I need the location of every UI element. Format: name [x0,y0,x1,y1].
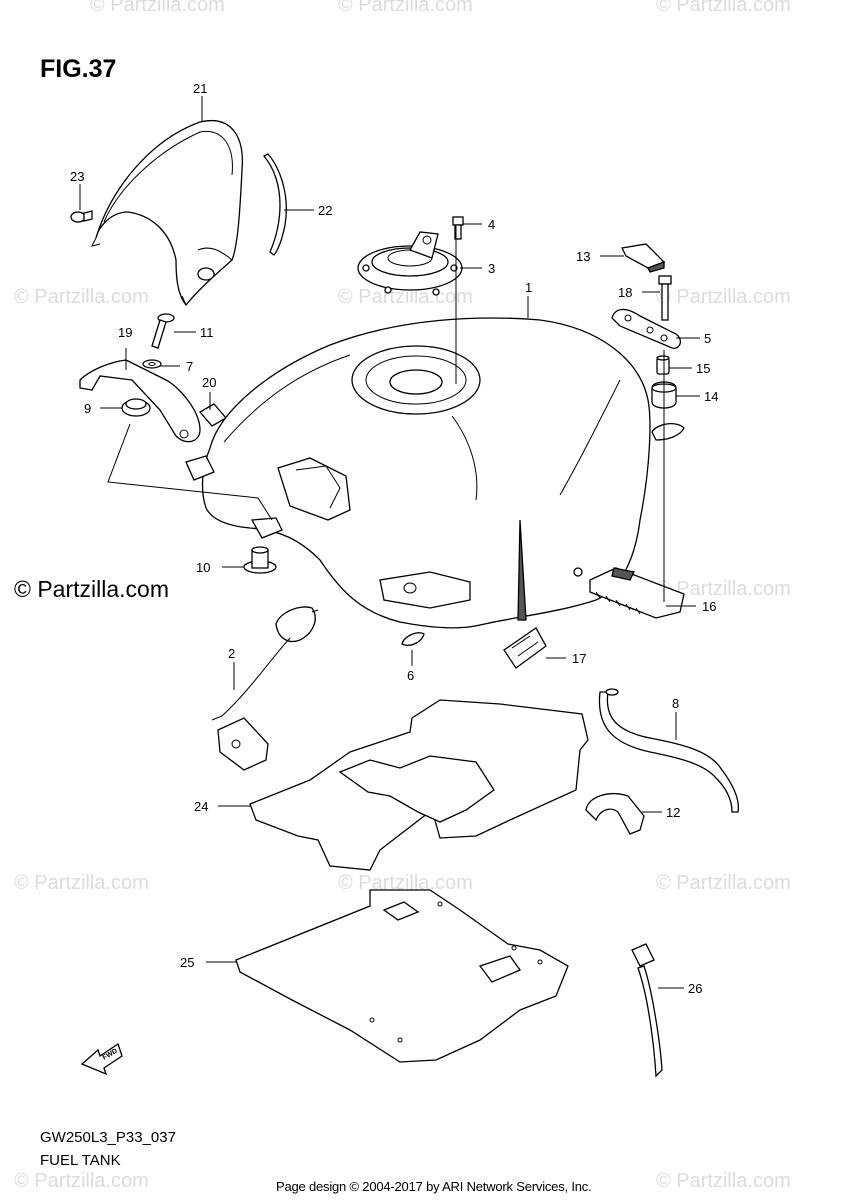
part-9-grommet [121,398,151,417]
label-1: 1 [525,280,532,295]
part-17-emblem [503,627,547,669]
fwd-arrow-icon: FWD [80,1042,123,1076]
label-26: 26 [688,981,702,996]
part-18-bolt [658,275,672,321]
part-24-shield [249,699,589,871]
part-6-plate [401,632,425,646]
figure-title: FIG.37 [40,55,117,83]
label-17: 17 [572,651,586,666]
label-13: 13 [576,249,590,264]
watermark: © Partzilla.com [338,872,473,894]
part-13-pad [621,243,666,273]
part-15-collar [656,355,670,375]
watermark: © Partzilla.com [656,578,791,600]
label-4: 4 [488,217,495,232]
watermark: © Partzilla.com [338,0,473,16]
label-3: 3 [488,261,495,276]
watermark: © Partzilla.com [14,286,149,308]
watermark: © Partzilla.com [656,286,791,308]
watermark: © Partzilla.com [14,1170,149,1192]
part-12-clamp [585,793,645,835]
label-23: 23 [70,169,84,184]
part-5-bracket [611,308,682,349]
part-16-rubber [589,567,685,619]
watermark: © Partzilla.com [90,0,225,16]
part-23-screw [70,210,93,223]
label-5: 5 [704,331,711,346]
part-7-washer [142,359,162,369]
label-10: 10 [196,560,210,575]
label-9: 9 [84,401,91,416]
watermark: © Partzilla.com [14,872,149,894]
part-8-hose [598,688,740,813]
part-10-damper [243,546,277,574]
part-26-cable-tie [631,943,663,1078]
label-19: 19 [118,325,132,340]
label-7: 7 [186,359,193,374]
part-labels: 21 23 22 4 3 1 13 18 5 15 14 16 11 7 19 … [70,81,718,996]
part-2-fuel-gauge [211,606,319,771]
label-15: 15 [696,361,710,376]
label-20: 20 [202,375,216,390]
partzilla-watermark[interactable]: © Partzilla.com [14,576,169,602]
label-24: 24 [194,799,208,814]
part-22-trim [262,153,287,256]
label-6: 6 [407,668,414,683]
part-3-fuel-cap [357,231,463,296]
watermark: © Partzilla.com [656,0,791,16]
figure-name: FUEL TANK [40,1152,121,1169]
part-1-fuel-tank [185,317,685,629]
label-22: 22 [318,203,332,218]
part-4-bolt [452,216,464,240]
part-19-bracket [79,359,201,443]
label-21: 21 [193,81,207,96]
part-11-screw [151,313,175,349]
label-11: 11 [200,325,214,340]
label-14: 14 [704,389,718,404]
label-18: 18 [618,285,632,300]
part-21-cowl [91,120,244,307]
label-25: 25 [180,955,194,970]
label-8: 8 [672,696,679,711]
part-25-plate [235,889,569,1063]
page-credit: Page design © 2004-2017 by ARI Network S… [276,1179,592,1194]
watermark: © Partzilla.com [656,1170,791,1192]
label-16: 16 [702,599,716,614]
label-2: 2 [228,646,235,661]
leader-lines [79,96,700,989]
figure-code: GW250L3_P33_037 [40,1129,176,1146]
watermark: © Partzilla.com [656,872,791,894]
label-12: 12 [666,805,680,820]
